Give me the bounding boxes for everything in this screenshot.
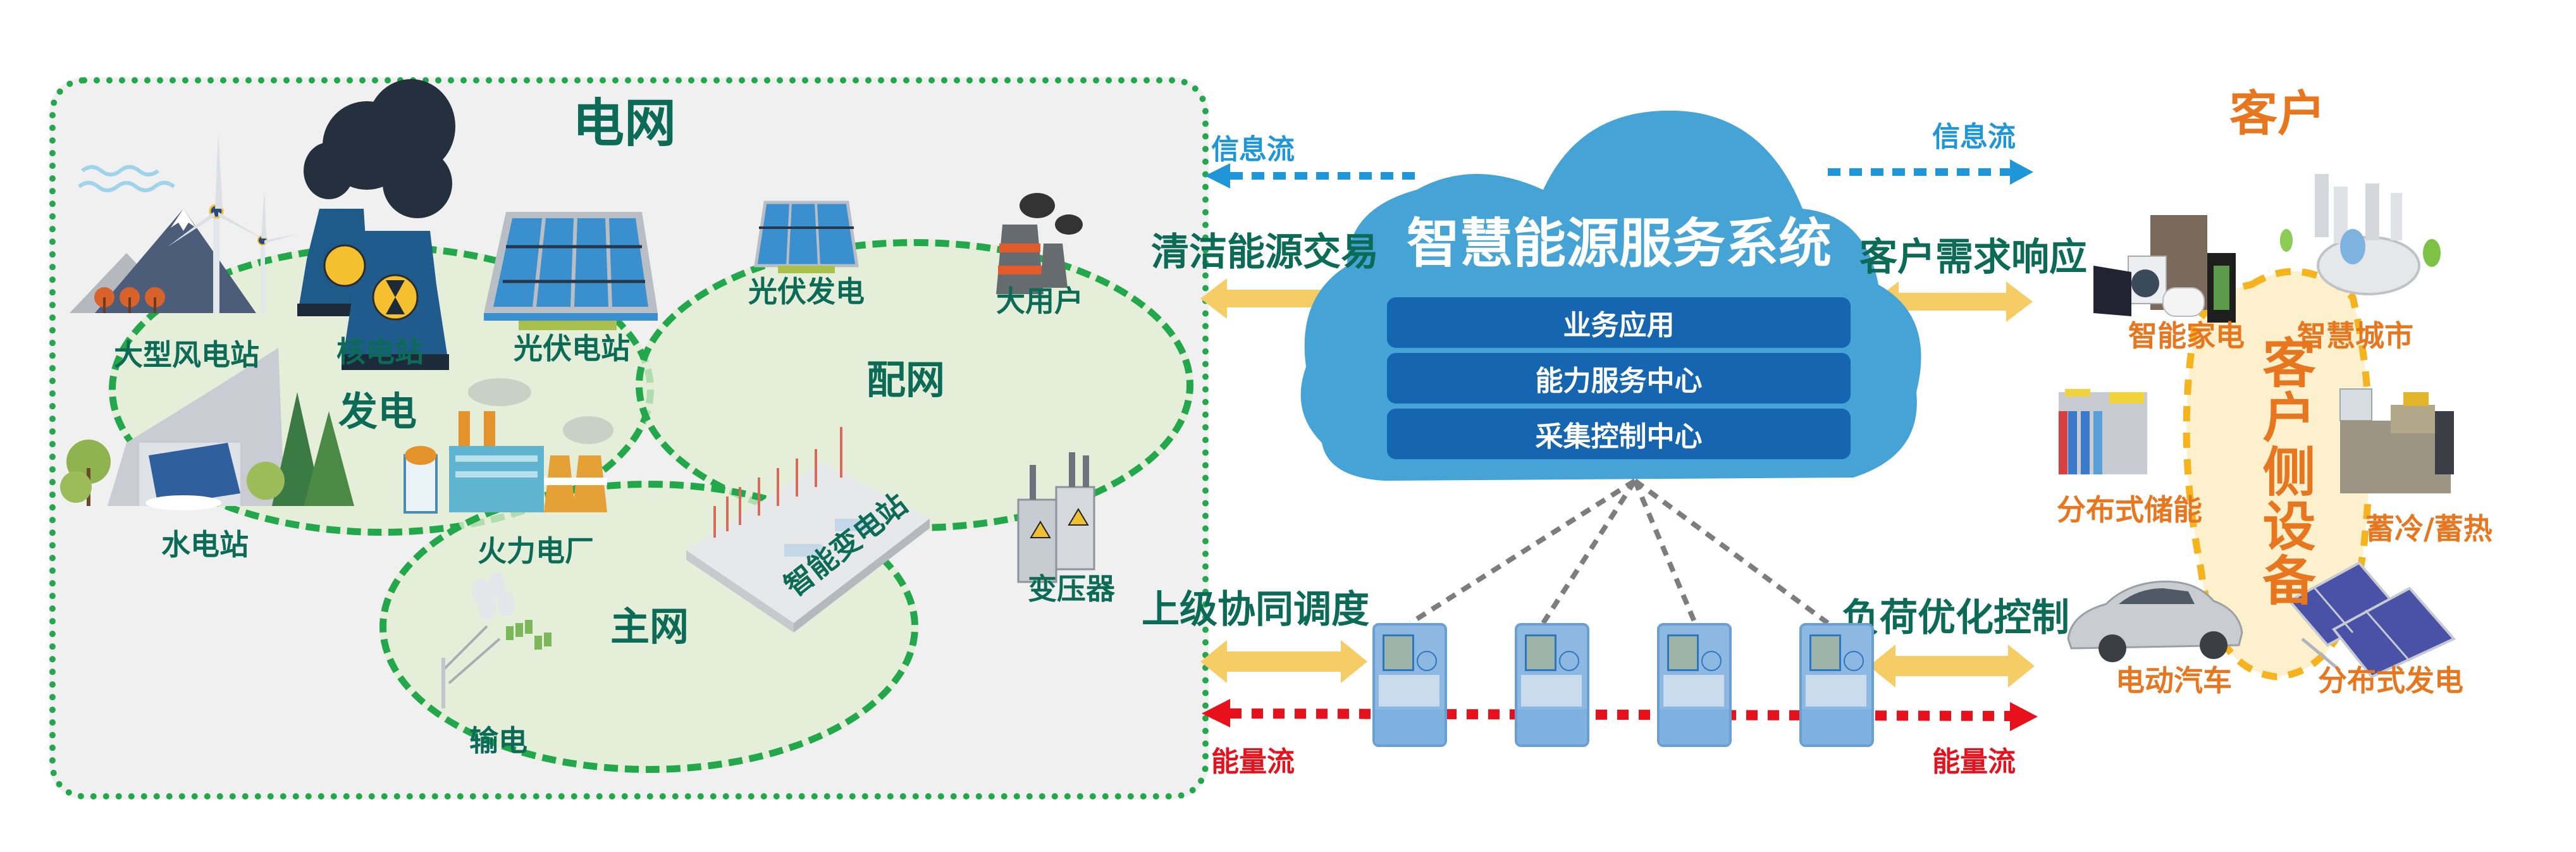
smart-meter-icon: [1657, 623, 1732, 747]
pv-plant-label: 光伏电站: [514, 331, 630, 366]
smart-city-icon: [2280, 174, 2441, 295]
wind-farm-label: 大型风电站: [114, 338, 259, 372]
transformer-label: 变压器: [1028, 572, 1115, 606]
upper-dispatch-arrow: [1200, 640, 1367, 683]
distributed-generation-label: 分布式发电: [2318, 664, 2463, 698]
nuclear-plant-label: 核电站: [336, 335, 424, 369]
customer-side-zone: [2183, 268, 2374, 681]
layer-acquisition-control-center[interactable]: 采集控制中心: [1387, 409, 1851, 459]
info-flow-arrow-right: [1828, 159, 2033, 185]
pv-generation-label: 光伏发电: [748, 275, 865, 309]
pv-plant-icon: [484, 212, 658, 330]
distributed-storage-label: 分布式储能: [2057, 493, 2202, 527]
smart-meter-icon: [1799, 623, 1874, 747]
pv-generation-icon: [754, 201, 859, 273]
transmission-label: 输电: [469, 724, 527, 758]
distributed-generation-icon: [2287, 561, 2456, 679]
distribution-zone-title: 配网: [866, 357, 946, 403]
large-user-icon: [996, 193, 1083, 294]
wind-farm-icon: [70, 133, 297, 313]
thermal-plant-label: 火力电厂: [478, 534, 594, 568]
cloud-meter-links: [1408, 478, 1830, 626]
distributed-storage-icon: [2059, 389, 2147, 474]
layer-business-applications[interactable]: 业务应用: [1387, 297, 1851, 348]
main-grid-zone-title: 主网: [610, 603, 689, 650]
smart-appliances-icon: [2093, 215, 2236, 323]
customer-panel-title: 客户: [2229, 85, 2326, 142]
generation-zone-title: 发电: [338, 388, 417, 435]
layer-capability-service-center[interactable]: 能力服务中心: [1387, 353, 1851, 404]
transformer-icon: [1017, 452, 1095, 583]
grid-panel-title: 电网: [572, 94, 677, 154]
energy-flow-arrow: [1202, 699, 2038, 731]
smart-substation-icon: [686, 427, 930, 633]
clean-energy-trading-label: 清洁能源交易: [1151, 230, 1379, 275]
load-optimization-control-label: 负荷优化控制: [1842, 596, 2069, 640]
info-flow-left-label: 信息流: [1211, 133, 1295, 166]
nuclear-plant-icon: [297, 79, 455, 370]
clean-energy-trading-arrow: [1200, 278, 1361, 319]
smart-city-label: 智慧城市: [2297, 319, 2413, 353]
customer-demand-response-label: 客户需求响应: [1859, 235, 2087, 280]
thermal-plant-icon: [404, 378, 613, 514]
wind-icon: [78, 165, 175, 192]
energy-flow-left-label: 能量流: [1211, 746, 1295, 778]
hydro-plant-icon: [60, 348, 354, 510]
transmission-icon: [441, 572, 552, 708]
info-flow-right-label: 信息流: [1932, 121, 2016, 153]
electric-vehicle-icon: [2067, 580, 2243, 662]
upper-coordinated-dispatch-label: 上级协同调度: [1142, 588, 1369, 632]
smart-appliances-label: 智能家电: [2128, 319, 2245, 353]
electric-vehicle-label: 电动汽车: [2116, 664, 2232, 698]
large-user-label: 大用户: [996, 284, 1083, 318]
load-optimization-arrow: [1869, 645, 2035, 688]
customer-demand-response-arrow: [1872, 281, 2033, 322]
cold-heat-storage-label: 蓄冷/蓄热: [2365, 512, 2493, 546]
cold-heat-storage-icon: [2339, 388, 2454, 493]
smart-meter-icon: [1372, 623, 1447, 747]
customer-side-equipment-label: 客户侧设备: [2254, 335, 2316, 607]
info-flow-arrow-left: [1205, 163, 1417, 188]
cloud-title: 智慧能源服务系统: [1406, 213, 1832, 275]
hydro-plant-label: 水电站: [161, 528, 249, 562]
smart-meter-icon: [1515, 623, 1589, 747]
energy-flow-right-label: 能量流: [1932, 746, 2016, 778]
